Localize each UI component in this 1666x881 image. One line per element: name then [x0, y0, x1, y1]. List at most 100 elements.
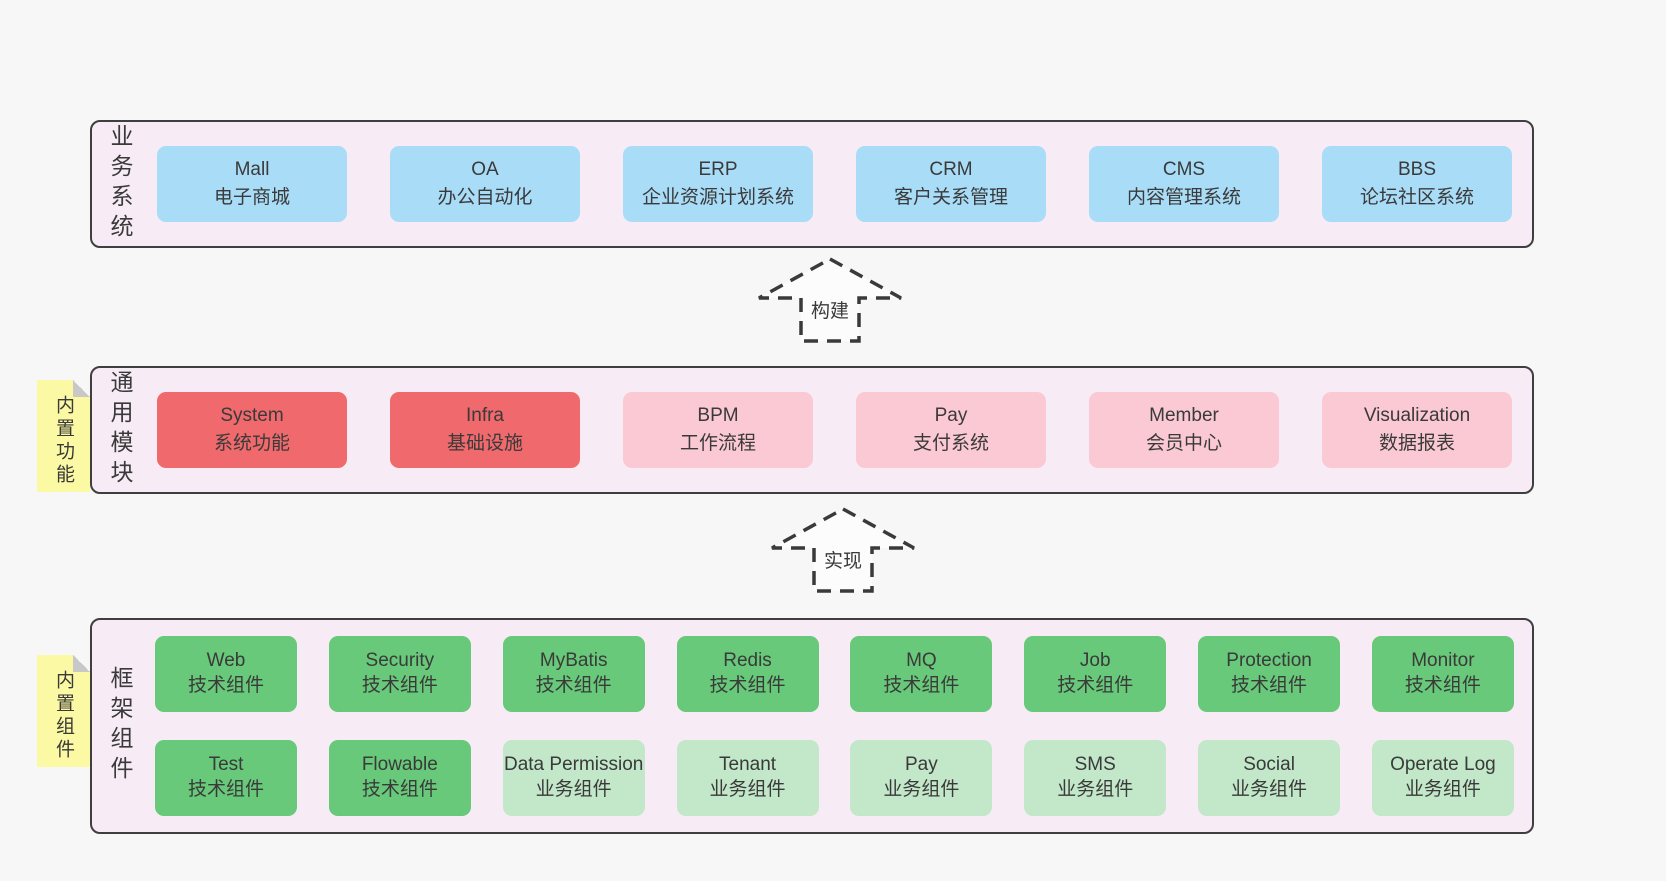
box-title: Job	[1079, 650, 1111, 672]
box-title: Mall	[234, 159, 270, 181]
sticky-note-builtin-components: 内置组件	[37, 655, 90, 767]
component-row-1: Web 技术组件 Security 技术组件 MyBatis 技术组件 Redi…	[155, 636, 1514, 712]
box-subtitle: 技术组件	[1231, 675, 1308, 696]
box-subtitle: 技术组件	[1404, 675, 1481, 696]
box-subtitle: 内容管理系统	[1126, 187, 1241, 208]
box-subtitle: 业务组件	[535, 779, 612, 800]
system-box-mall: Mall 电子商城	[157, 146, 347, 222]
system-box-crm: CRM 客户关系管理	[856, 146, 1046, 222]
component-box-mybatis: MyBatis 技术组件	[502, 636, 645, 712]
component-box-tenant: Tenant 业务组件	[676, 740, 819, 816]
box-title: MQ	[906, 650, 937, 672]
box-subtitle: 工作流程	[679, 433, 756, 454]
box-title: Social	[1243, 754, 1295, 776]
box-subtitle: 技术组件	[1057, 675, 1134, 696]
arrow-implement: 实现	[768, 506, 918, 594]
box-title: Tenant	[719, 754, 777, 776]
component-box-protection: Protection 技术组件	[1198, 636, 1341, 712]
band-body: Mall 电子商城 OA 办公自动化 ERP 企业资源计划系统 CRM 客户关系…	[137, 122, 1532, 246]
box-title: Flowable	[361, 754, 438, 776]
arrow-label: 构建	[807, 296, 853, 323]
component-box-web: Web 技术组件	[155, 636, 297, 712]
box-subtitle: 业务组件	[1404, 779, 1481, 800]
module-box-system: System 系统功能	[157, 392, 347, 468]
box-subtitle: 技术组件	[535, 675, 612, 696]
box-title: Member	[1149, 405, 1219, 427]
box-subtitle: 客户关系管理	[893, 187, 1008, 208]
box-subtitle: 业务组件	[883, 779, 960, 800]
box-title: Protection	[1226, 650, 1312, 672]
band-framework-components: 框架组件 Web 技术组件 Security 技术组件 MyBatis 技术组件…	[90, 618, 1534, 834]
component-box-operate-log: Operate Log 业务组件	[1371, 740, 1514, 816]
system-box-cms: CMS 内容管理系统	[1089, 146, 1279, 222]
module-box-visualization: Visualization 数据报表	[1322, 392, 1512, 468]
folded-corner-icon	[73, 380, 90, 397]
box-subtitle: 技术组件	[361, 779, 438, 800]
box-title: Infra	[465, 405, 505, 427]
box-subtitle: 技术组件	[883, 675, 960, 696]
box-subtitle: 支付系统	[912, 433, 989, 454]
box-subtitle: 办公自动化	[437, 187, 533, 208]
system-box-erp: ERP 企业资源计划系统	[623, 146, 813, 222]
box-title: CMS	[1162, 159, 1206, 181]
component-row-2: Test 技术组件 Flowable 技术组件 Data Permission …	[155, 740, 1514, 816]
box-title: Data Permission	[503, 754, 644, 776]
arrow-label: 实现	[820, 546, 866, 573]
box-subtitle: 技术组件	[709, 675, 786, 696]
box-title: Web	[206, 650, 246, 672]
box-subtitle: 会员中心	[1145, 433, 1222, 454]
box-title: BBS	[1397, 159, 1437, 181]
band-label: 通用模块	[107, 370, 133, 490]
box-title: Redis	[723, 650, 772, 672]
box-subtitle: 系统功能	[213, 433, 290, 454]
box-title: BPM	[697, 405, 739, 427]
sticky-note-label: 内置组件	[53, 670, 74, 762]
box-title: Operate Log	[1390, 754, 1496, 776]
box-title: ERP	[698, 159, 738, 181]
box-title: Monitor	[1411, 650, 1475, 672]
box-subtitle: 业务组件	[1231, 779, 1308, 800]
module-box-bpm: BPM 工作流程	[623, 392, 813, 468]
box-subtitle: 技术组件	[361, 675, 438, 696]
module-box-pay: Pay 支付系统	[856, 392, 1046, 468]
component-box-monitor: Monitor 技术组件	[1371, 636, 1514, 712]
component-box-redis: Redis 技术组件	[676, 636, 819, 712]
component-box-pay: Pay 业务组件	[850, 740, 993, 816]
box-subtitle: 企业资源计划系统	[641, 187, 794, 208]
box-subtitle: 数据报表	[1378, 433, 1455, 454]
box-subtitle: 技术组件	[187, 779, 264, 800]
band-label: 业务系统	[107, 124, 133, 244]
component-box-job: Job 技术组件	[1024, 636, 1167, 712]
box-title: Pay	[934, 405, 968, 427]
box-title: Security	[365, 650, 435, 672]
band-business-systems: 业务系统 Mall 电子商城 OA 办公自动化 ERP 企业资源计划系统 CRM…	[90, 120, 1534, 248]
box-title: Pay	[905, 754, 938, 776]
band-body: System 系统功能 Infra 基础设施 BPM 工作流程 Pay 支付系统…	[137, 368, 1532, 492]
box-subtitle: 论坛社区系统	[1359, 187, 1474, 208]
system-box-oa: OA 办公自动化	[390, 146, 580, 222]
component-box-flowable: Flowable 技术组件	[328, 740, 471, 816]
box-subtitle: 电子商城	[213, 187, 290, 208]
component-box-data-permission: Data Permission 业务组件	[502, 740, 645, 816]
box-subtitle: 技术组件	[187, 675, 264, 696]
box-title: MyBatis	[539, 650, 608, 672]
box-subtitle: 基础设施	[446, 433, 523, 454]
band-body: Web 技术组件 Security 技术组件 MyBatis 技术组件 Redi…	[137, 620, 1532, 832]
module-box-member: Member 会员中心	[1089, 392, 1279, 468]
component-box-mq: MQ 技术组件	[850, 636, 993, 712]
box-subtitle: 业务组件	[1057, 779, 1134, 800]
component-box-test: Test 技术组件	[155, 740, 297, 816]
band-common-modules: 通用模块 System 系统功能 Infra 基础设施 BPM 工作流程 Pay…	[90, 366, 1534, 494]
sticky-note-builtin-functions: 内置功能	[37, 380, 90, 492]
box-title: System	[220, 405, 284, 427]
band-label: 框架组件	[107, 666, 133, 786]
folded-corner-icon	[73, 655, 90, 672]
sticky-note-label: 内置功能	[53, 395, 74, 487]
box-title: CRM	[929, 159, 973, 181]
component-box-sms: SMS 业务组件	[1024, 740, 1167, 816]
module-box-infra: Infra 基础设施	[390, 392, 580, 468]
component-box-security: Security 技术组件	[328, 636, 471, 712]
arrow-build: 构建	[755, 256, 905, 344]
box-title: Visualization	[1363, 405, 1471, 427]
